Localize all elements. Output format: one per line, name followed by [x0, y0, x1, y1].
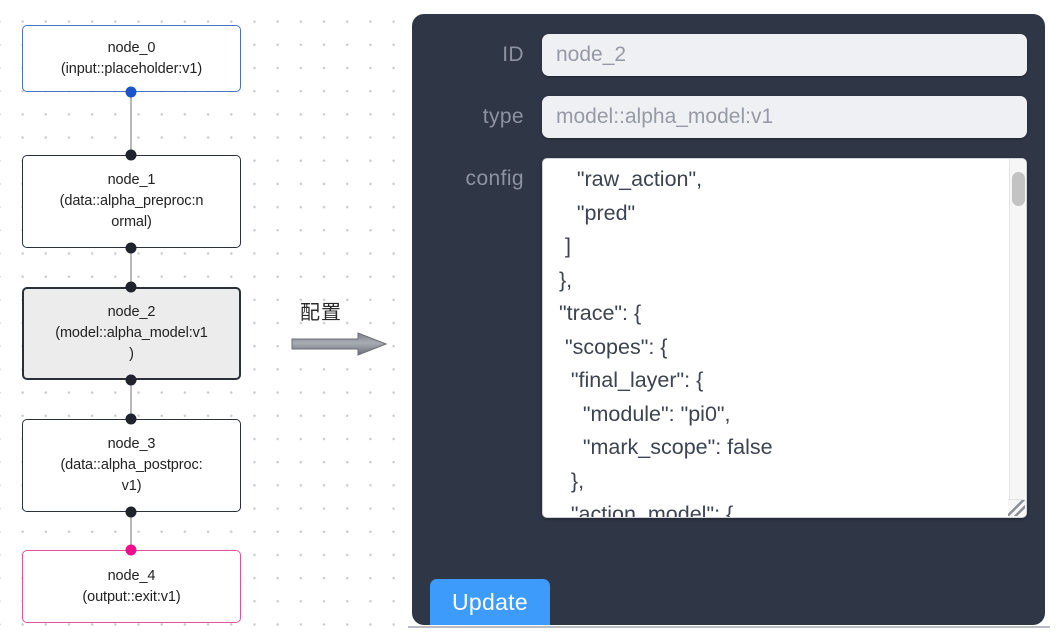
field-row-config: config "raw_action", "pred" ] }, "trace"… [430, 158, 1027, 518]
config-field-label: config [465, 167, 524, 190]
graph-node-node_0[interactable]: node_0 (input::placeholder:v1) [22, 25, 241, 92]
arrow-right-icon [291, 332, 388, 356]
field-row-type: type model::alpha_model:v1 [430, 96, 1027, 138]
type-field-label: type [482, 105, 524, 128]
graph-node-label: node_0 (input::placeholder:v1) [60, 39, 203, 77]
config-panel: ID node_2 type model::alpha_model:v1 con… [412, 14, 1045, 625]
node-handle-node_1-bottom[interactable] [125, 242, 137, 254]
config-textarea[interactable]: "raw_action", "pred" ] }, "trace": { "sc… [558, 167, 773, 517]
node-handle-node_1-top[interactable] [125, 149, 137, 161]
edge-node1-node2 [130, 248, 132, 287]
update-button[interactable]: Update [430, 579, 550, 625]
graph-node-label: node_1 (data::alpha_preproc:n ormal) [59, 172, 204, 230]
graph-canvas[interactable]: node_0 (input::placeholder:v1) node_1 (d… [0, 0, 400, 643]
config-scrollbar[interactable] [1009, 159, 1026, 517]
node-handle-node_3-bottom[interactable] [125, 506, 137, 518]
type-input[interactable]: model::alpha_model:v1 [542, 96, 1027, 138]
config-scrollbar-thumb[interactable] [1012, 172, 1025, 206]
panel-bottom-divider [408, 626, 1050, 628]
graph-node-label: node_4 (output::exit:v1) [82, 567, 181, 605]
graph-node-node_3[interactable]: node_3 (data::alpha_postproc: v1) [22, 419, 241, 512]
node-handle-node_0-bottom[interactable] [125, 86, 137, 98]
edge-node2-node3 [130, 380, 132, 419]
graph-node-node_1[interactable]: node_1 (data::alpha_preproc:n ormal) [22, 155, 241, 248]
transition-caption: 配置 [300, 300, 342, 324]
edge-node0-node1 [130, 92, 132, 155]
field-row-id: ID node_2 [430, 34, 1027, 76]
graph-node-node_2[interactable]: node_2 (model::alpha_model:v1 ) [22, 287, 241, 380]
id-input[interactable]: node_2 [542, 34, 1027, 76]
graph-inner: node_0 (input::placeholder:v1) node_1 (d… [0, 0, 400, 643]
resize-handle-icon[interactable] [1008, 499, 1025, 516]
id-field-label: ID [502, 43, 524, 66]
graph-node-label: node_3 (data::alpha_postproc: v1) [60, 436, 203, 494]
graph-node-label: node_2 (model::alpha_model:v1 ) [55, 304, 208, 362]
graph-node-node_4[interactable]: node_4 (output::exit:v1) [22, 550, 241, 623]
node-handle-node_4-top[interactable] [125, 544, 137, 556]
node-handle-node_2-bottom[interactable] [125, 374, 137, 386]
node-handle-node_3-top[interactable] [125, 413, 137, 425]
config-textarea-wrapper[interactable]: "raw_action", "pred" ] }, "trace": { "sc… [542, 158, 1027, 518]
node-handle-node_2-top[interactable] [125, 281, 137, 293]
transition-annotation: 配置 [290, 296, 400, 366]
edge-node3-node4 [130, 512, 132, 550]
